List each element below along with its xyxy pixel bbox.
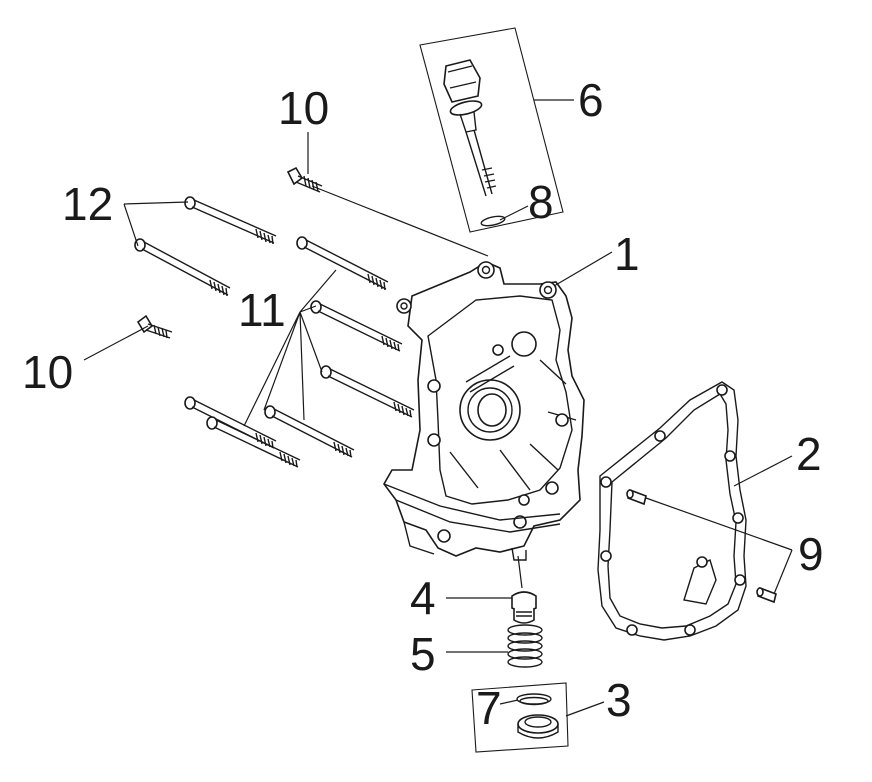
leader-lines: [83, 99, 793, 717]
callout-8: 8: [528, 176, 554, 228]
part-9-dowel-pins: [626, 488, 777, 604]
part-8-o-ring: [480, 215, 506, 227]
part-11-long-bolt-b: [310, 300, 403, 352]
dowel-pin-b: [756, 586, 777, 604]
part-11-long-bolt-e: [206, 416, 301, 468]
callout-6: 6: [578, 74, 604, 126]
part-6-oil-dipstick-group: [419, 27, 564, 233]
part-6-frame: [419, 27, 564, 233]
callout-10-top: 10: [278, 82, 329, 134]
part-1-crankcase-cover: [383, 261, 585, 561]
callout-1: 1: [614, 228, 640, 280]
part-11-long-bolt-d: [184, 396, 277, 449]
callout-5: 5: [410, 628, 436, 680]
part-3-frame: [471, 682, 569, 753]
callout-9: 9: [798, 528, 824, 580]
dipstick-cap: [443, 59, 481, 103]
part-11-long-bolt-c: [320, 365, 415, 418]
part-5-spring: [507, 624, 543, 668]
part-10-short-bolt-top: [286, 166, 323, 193]
part-11-long-bolt-a: [296, 236, 389, 291]
callout-4: 4: [410, 572, 436, 624]
callout-3: 3: [606, 674, 632, 726]
dowel-pin-a: [626, 488, 647, 506]
callout-11: 11: [238, 284, 286, 336]
part-4-drain-plug: [511, 591, 537, 624]
part-10-short-bolt-left: [136, 314, 173, 339]
part-11-long-bolt-f: [264, 405, 355, 458]
part-3-oil-seal-group: [471, 682, 569, 753]
callout-7: 7: [476, 682, 502, 734]
callout-10-left: 10: [22, 346, 73, 398]
callout-12: 12: [62, 178, 113, 230]
callout-labels: 10 10 12 11 1 6 8 2 9 4 5 3 7: [22, 74, 824, 734]
part-2-gasket: [597, 381, 747, 641]
part-12-long-bolt-b: [134, 238, 231, 297]
callout-2: 2: [796, 428, 822, 480]
part-12-long-bolt-a: [184, 196, 277, 245]
bolts-group: [134, 166, 415, 468]
